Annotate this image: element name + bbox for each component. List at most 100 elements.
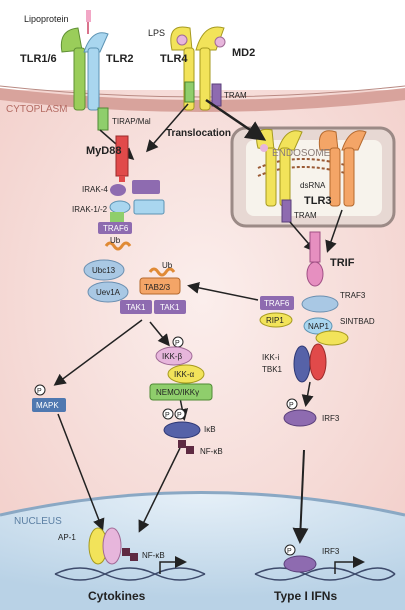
label-myd88: MyD88 [86, 145, 121, 157]
label-mapk: MAPK [36, 401, 59, 410]
irf3-nuclear [283, 555, 317, 573]
trif-stalk [309, 231, 321, 263]
arrow-tbk1-irf3 [301, 381, 314, 407]
label-p-ikb-2: P [177, 412, 182, 419]
tak1-box-b [154, 300, 186, 314]
irak4-blob [110, 184, 126, 196]
label-cytoplasm: CYTOPLASM [6, 104, 68, 115]
ubiquitin-chain-1 [104, 241, 132, 251]
arrow-tlr3-trif [325, 209, 343, 253]
label-p-irf3-nuclear: P [287, 548, 292, 555]
nfkb-nuclear-1 [122, 548, 130, 556]
label-traf6-trif: TRAF6 [264, 299, 290, 308]
tirap-adaptor [97, 107, 109, 131]
label-irf3: IRF3 [322, 414, 340, 423]
traf3-blob [301, 295, 339, 313]
arrow-nfkb-nucleus [138, 447, 181, 533]
irak12-box [133, 199, 165, 215]
phospho-irf3-nuclear [284, 544, 296, 556]
label-nap1: NAP1 [308, 322, 329, 331]
label-endosome: ENDOSOME [272, 148, 331, 159]
tab23-box [139, 277, 181, 295]
label-p-mapk: P [37, 388, 42, 395]
label-md2: MD2 [232, 47, 255, 59]
label-uev1a: Uev1A [96, 288, 121, 297]
tbk1-oval [309, 343, 327, 381]
label-tlr16: TLR1/6 [20, 53, 57, 65]
irak12-green [110, 212, 124, 222]
transcription-arrow-right [334, 556, 365, 574]
label-nemo: NEMO/IKKγ [156, 388, 199, 397]
irak4-box [132, 180, 160, 194]
nucleus-region [0, 492, 405, 610]
label-nfkb: NF-κB [200, 447, 223, 456]
label-ubc13: Ubc13 [92, 266, 116, 275]
md2-coreceptor [176, 34, 226, 48]
nfkb-square-2 [186, 446, 194, 454]
transcription-arrow-left [159, 556, 187, 574]
traf6-myd88 [98, 222, 132, 234]
label-tlr2: TLR2 [106, 53, 134, 65]
label-irak12: IRAK-1/-2 [72, 205, 108, 214]
uev1a-blob [87, 281, 129, 303]
nfkb-nuclear-2 [130, 553, 138, 561]
dna-left [54, 567, 206, 581]
arrow-tak1-mapk [53, 319, 143, 386]
phospho-ikb-1 [162, 408, 174, 420]
arrow-translocation [205, 98, 267, 141]
phospho-ikb-2 [174, 408, 186, 420]
label-tram: TRAM [224, 91, 247, 100]
label-p-ikb-1: P [165, 412, 170, 419]
label-nucleus: NUCLEUS [14, 516, 62, 527]
ubc13-blob [83, 259, 125, 281]
ikb-protein [163, 421, 201, 439]
tlr4-tir-green [184, 81, 195, 103]
label-tlr4: TLR4 [160, 53, 188, 65]
arrow-tak1-ikk [149, 321, 170, 347]
label-rip1: RIP1 [266, 316, 284, 325]
label-translocation: Translocation [166, 128, 231, 139]
ikk-alpha [167, 364, 205, 384]
label-nfkb-nuclear: NF-κB [142, 551, 165, 560]
label-ub2: Ub [162, 261, 173, 270]
trif-protein [306, 261, 324, 287]
label-ub1: Ub [110, 236, 121, 245]
tlr3-receptor [318, 130, 367, 207]
label-irak4: IRAK-4 [82, 185, 108, 194]
label-tab23: TAB2/3 [144, 283, 171, 292]
label-tak1a: TAK1 [126, 303, 146, 312]
label-ap1: AP-1 [58, 533, 76, 542]
arrow-trif-tab [187, 281, 259, 301]
label-tak1b: TAK1 [160, 303, 180, 312]
label-ikb: IκB [204, 425, 216, 434]
phospho-mapk [34, 384, 46, 396]
tlr4-receptor [170, 26, 225, 111]
mapk-box [32, 398, 66, 412]
tak1-box-a [120, 300, 152, 314]
dna-right [254, 567, 396, 581]
label-traf6-myd88: TRAF6 [103, 224, 129, 233]
nuclear-envelope [0, 491, 405, 517]
irak12-blob [109, 200, 131, 214]
label-tram-endo: TRAM [294, 211, 317, 220]
sintbad-blob [315, 330, 349, 346]
label-p-ikk: P [175, 340, 180, 347]
label-lipoprotein: Lipoprotein [24, 14, 69, 24]
arrow-tlr4-myd88 [146, 103, 189, 153]
label-ifn: Type I IFNs [274, 589, 337, 603]
label-ikk-alpha: IKK-α [174, 370, 195, 379]
ubiquitin-chain-2 [148, 267, 176, 277]
tlr2-receptor [83, 32, 109, 111]
nfkb-square-1 [178, 440, 186, 448]
label-irf3-nuclear: IRF3 [322, 547, 340, 556]
phospho-irf3 [286, 398, 298, 410]
label-tirap: TIRAP/Mal [112, 117, 151, 126]
ap1-pink [102, 527, 122, 565]
label-cytokines: Cytokines [88, 589, 146, 603]
rip1-blob [259, 312, 293, 328]
label-trif: TRIF [330, 257, 355, 269]
label-tlr3: TLR3 [304, 195, 332, 207]
label-ikk-beta: IKK-β [162, 352, 183, 361]
ikk-beta [155, 346, 193, 366]
tram-adaptor [211, 83, 222, 107]
